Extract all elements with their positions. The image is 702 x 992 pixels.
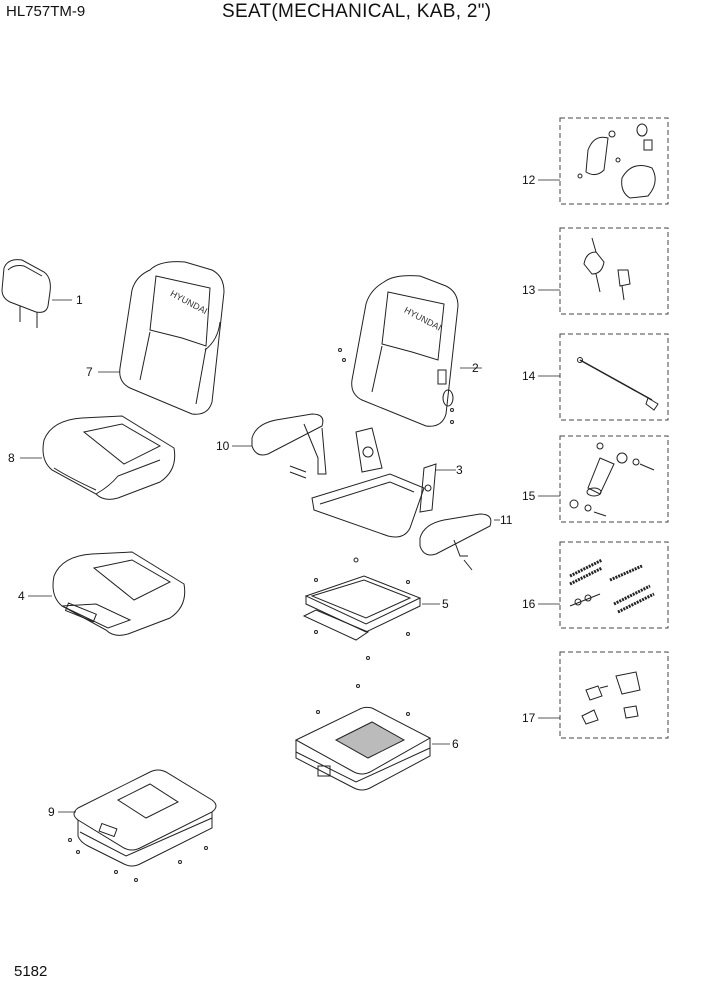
detail-box-15: [559, 435, 669, 523]
seat-frame-icon: [311, 427, 456, 538]
cable-icon: [538, 357, 659, 411]
suspension-cover-icon: [58, 769, 217, 882]
callout-17: 17: [522, 711, 536, 725]
seat-backrest-icon: HYUNDAI: [338, 275, 482, 427]
armrest-left-icon: [232, 413, 327, 479]
callout-10: 10: [216, 439, 230, 453]
detail-box-14: [559, 333, 669, 421]
callout-5: 5: [442, 597, 449, 611]
page-number: 5182: [14, 963, 48, 980]
callout-1: 1: [76, 293, 83, 307]
detail-box-13: [559, 227, 669, 315]
headrest-icon: [1, 259, 72, 328]
detail-box-16: [559, 541, 669, 629]
spring-kit-icon: [538, 558, 655, 614]
callout-9: 9: [48, 805, 55, 819]
armrest-right-icon: [419, 513, 500, 571]
suspension-icon: [294, 684, 450, 791]
seat-belt-icon: [538, 237, 631, 301]
seat-cushion-icon: [28, 551, 186, 636]
callout-15: 15: [522, 489, 536, 503]
callout-13: 13: [522, 283, 536, 297]
slide-rail-icon: [302, 557, 440, 660]
callout-3: 3: [456, 463, 463, 477]
callout-14: 14: [522, 369, 536, 383]
callout-8: 8: [8, 451, 15, 465]
callout-4: 4: [18, 589, 25, 603]
callout-7: 7: [86, 365, 93, 379]
damper-icon: [538, 442, 655, 517]
callout-11: 11: [500, 513, 513, 527]
hardware-kit-icon: [538, 671, 641, 725]
model-code: HL757TM-9: [6, 3, 86, 20]
detail-box-17: [559, 651, 669, 739]
page-title: SEAT(MECHANICAL, KAB, 2"): [222, 1, 492, 22]
detail-box-12: [559, 117, 669, 205]
backrest-cover-icon: HYUNDAI: [98, 261, 225, 415]
callout-12: 12: [522, 173, 536, 187]
lever-kit-icon: [538, 123, 656, 199]
callout-6: 6: [452, 737, 459, 751]
cushion-cover-icon: [20, 415, 176, 500]
callout-16: 16: [522, 597, 536, 611]
callout-2: 2: [472, 361, 479, 375]
